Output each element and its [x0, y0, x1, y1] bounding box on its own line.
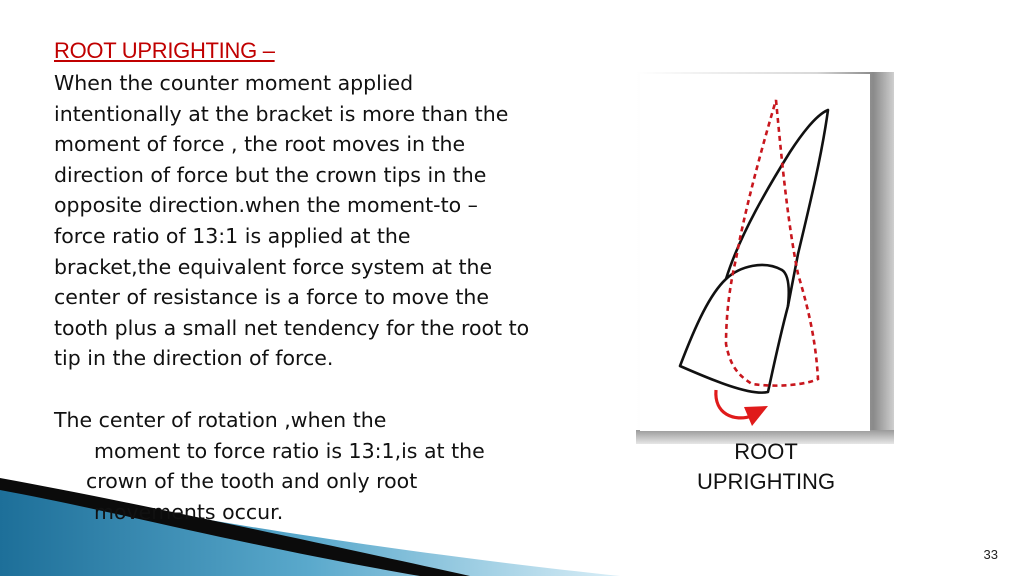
paragraph-center-of-rotation: The center of rotation ,when the moment …: [54, 405, 614, 527]
caption-line: ROOT: [734, 439, 798, 464]
rotation-arrow-curve: [714, 389, 753, 420]
text-line: opposite direction.when the moment-to –: [54, 193, 478, 218]
rotation-arrow-head: [744, 406, 768, 426]
tooth-diagram: [678, 99, 830, 426]
text-line: moment of force , the root moves in the: [54, 132, 466, 157]
text-line: The center of rotation ,when the: [54, 408, 387, 432]
text-line: intentionally at the bracket is more tha…: [54, 101, 509, 126]
caption-line: UPRIGHTING: [696, 469, 836, 494]
paragraph-root-uprighting: When the counter moment applied intentio…: [54, 68, 639, 374]
page-number: 33: [983, 547, 998, 562]
text-line: crown of the tooth and only root: [86, 469, 418, 494]
tooth-outline-dashed: [724, 99, 820, 387]
tooth-diagram-figure: [640, 74, 870, 431]
text-line: tip in the direction of force.: [54, 346, 334, 371]
text-line: force ratio of 13:1 is applied at the: [54, 223, 411, 248]
figure-caption: ROOT UPRIGHTING: [668, 437, 864, 497]
slide-heading: ROOT UPRIGHTING –: [54, 38, 275, 63]
tooth-outline-solid: [678, 108, 830, 394]
text-line: When the counter moment applied: [54, 71, 414, 95]
text-line: bracket,the equivalent force system at t…: [54, 254, 493, 279]
text-line: movements occur.: [94, 499, 284, 524]
text-line: direction of force but the crown tips in…: [54, 162, 487, 187]
text-line: center of resistance is a force to move …: [54, 285, 490, 310]
text-line: tooth plus a small net tendency for the …: [54, 315, 530, 340]
tooth-crown-line: [725, 263, 791, 307]
text-line: moment to force ratio is 13:1,is at the: [94, 438, 485, 463]
